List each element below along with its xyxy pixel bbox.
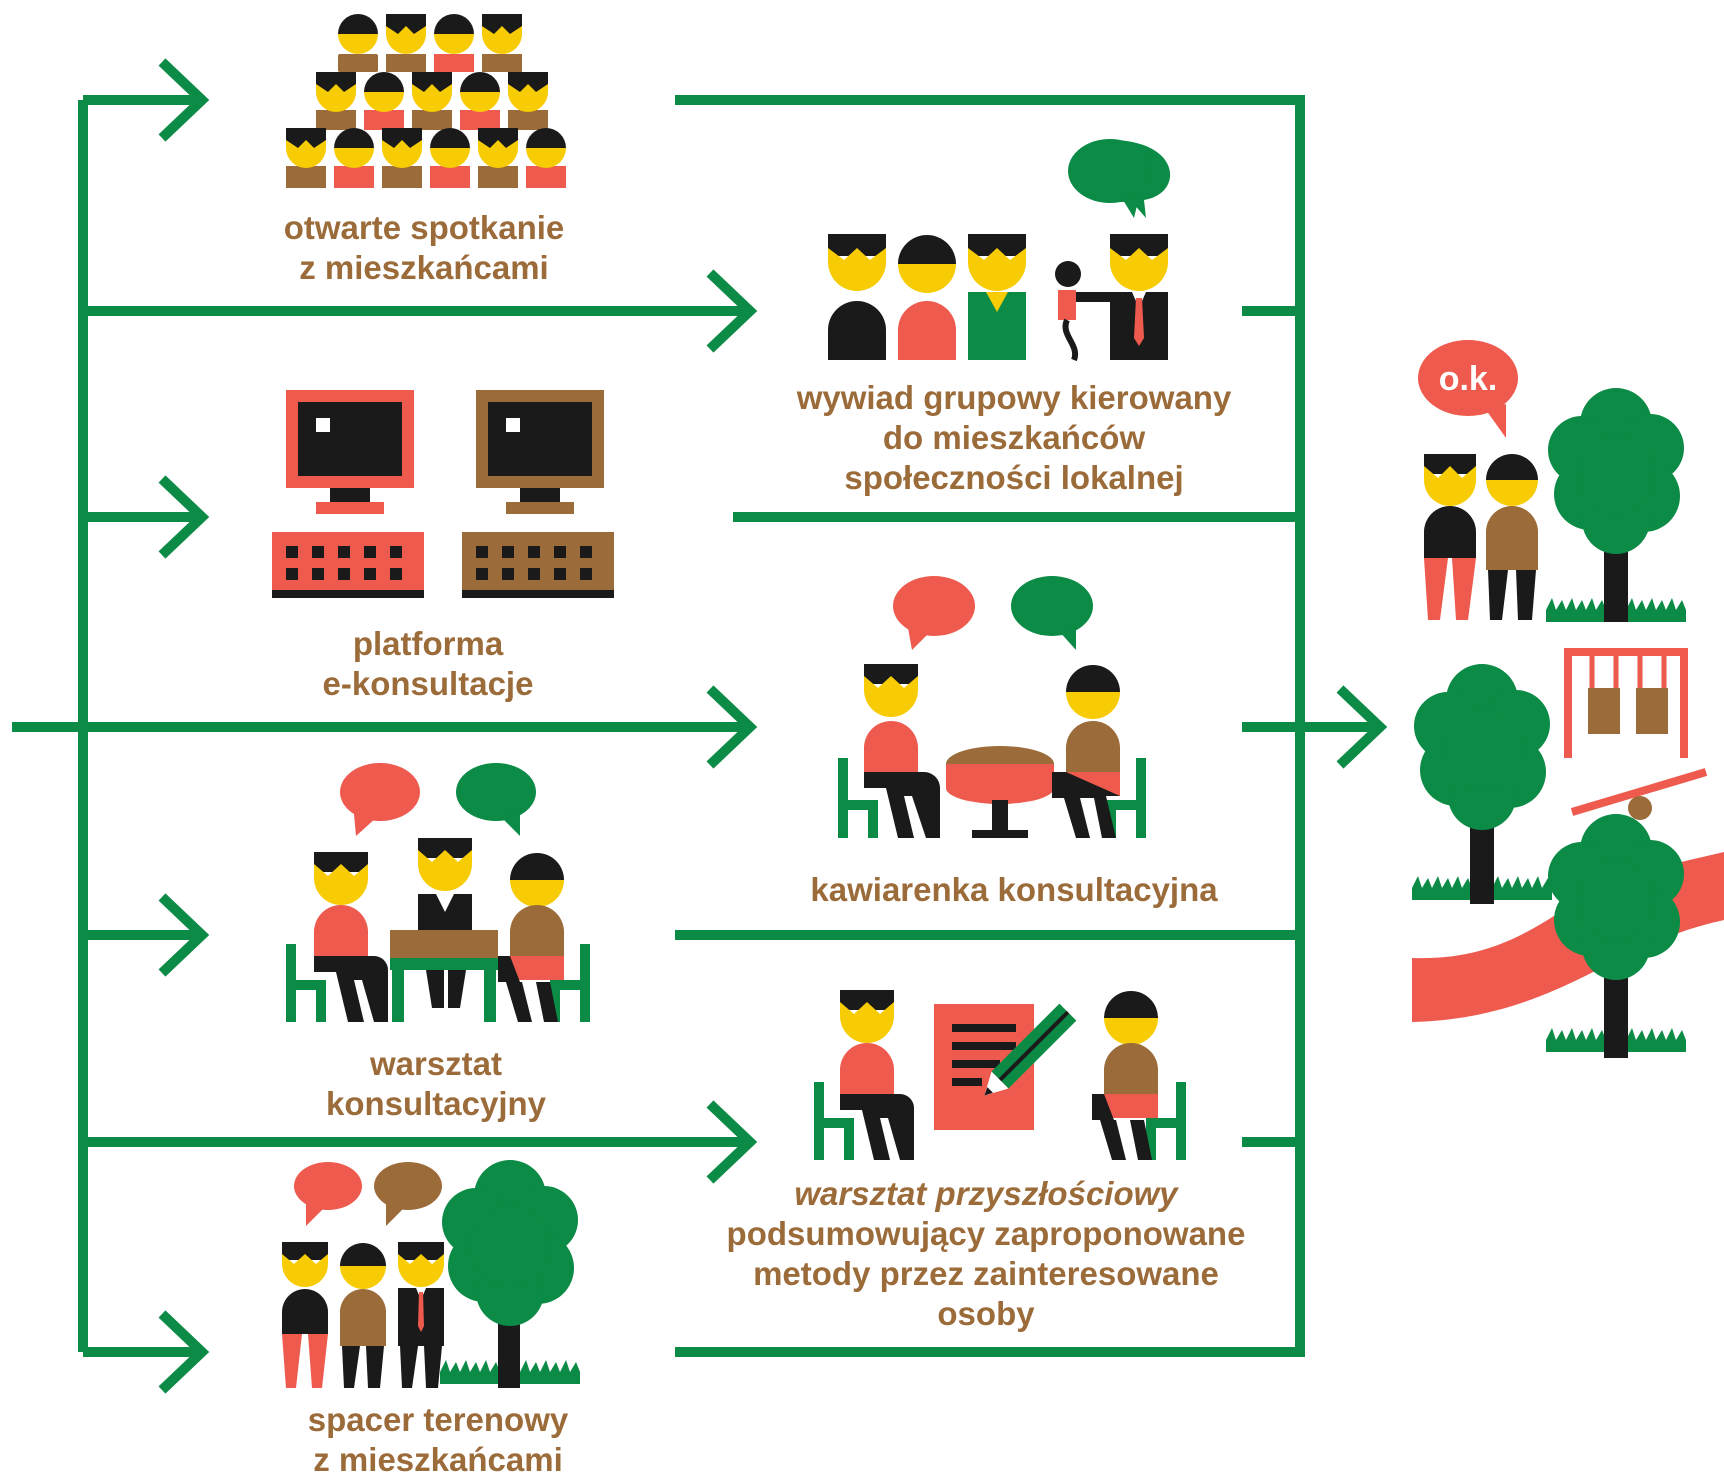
field-walk-icon [282,1160,580,1388]
speech-bubble-icon [456,763,536,821]
label-platform: platforma e-konsultacje [323,624,534,704]
label-field-walk-line2: z mieszkańcami [313,1441,563,1478]
arrow-open-meeting-icon [158,58,210,142]
computers-icon [272,390,614,598]
label-field-walk-line1: spacer terenowy [307,1401,569,1438]
label-future-workshop: warsztat przyszłościowy podsumowujący za… [727,1174,1246,1334]
arrow-heads [158,58,1388,1394]
flow-lines [12,95,1374,1357]
label-workshop: warsztat konsultacyjny [326,1044,546,1124]
speech-bubble-icon [374,1162,442,1210]
arrow-future-workshop-icon [706,1100,758,1184]
arrow-outcome-icon [1336,685,1388,769]
label-open-meeting-line1: otwarte spotkanie [283,209,565,246]
speech-bubble-icon [294,1162,362,1210]
open-meeting-crowd-icon [286,14,566,188]
arrow-platform-icon [158,475,210,559]
arrow-group-interview-icon [706,269,758,353]
label-group-interview-line1: wywiad grupowy kierowany [796,379,1232,416]
speech-bubble-icon [1011,576,1093,636]
ok-bubble-text: o.k. [1439,360,1498,398]
label-group-interview-line2: do mieszkańców [882,419,1146,456]
future-workshop-icon [814,990,1186,1160]
workshop-icon [286,763,590,1022]
label-future-workshop-line3: metody przez zainteresowane [753,1255,1219,1292]
arrow-cafe-icon [706,685,758,769]
label-workshop-line1: warsztat [369,1045,503,1082]
speech-bubble-icon [893,576,975,636]
label-future-workshop-title: warsztat przyszłościowy [794,1175,1178,1212]
speech-bubble-icon [340,763,420,821]
cafe-icon [838,576,1146,838]
label-group-interview-line3: społeczności lokalnej [844,459,1184,496]
label-future-workshop-line4: osoby [937,1295,1035,1332]
label-workshop-line2: konsultacyjny [325,1085,547,1122]
outcome-park-icon: o.k. [1412,340,1724,1058]
label-cafe-line1: kawiarenka konsultacyjna [810,871,1218,908]
ok-speech-bubble-icon [1418,340,1518,416]
arrow-field-walk-icon [158,1310,210,1394]
group-interview-icon [828,139,1171,362]
label-open-meeting-line2: z mieszkańcami [299,249,549,286]
label-future-workshop-line2: podsumowujący zaproponowane [726,1215,1246,1252]
label-field-walk: spacer terenowy z mieszkańcami [308,1400,568,1480]
label-cafe: kawiarenka konsultacyjna [810,870,1217,910]
arrow-workshop-icon [158,893,210,977]
label-open-meeting: otwarte spotkanie z mieszkańcami [284,208,565,288]
label-group-interview: wywiad grupowy kierowany do mieszkańców … [797,378,1232,498]
label-platform-line1: platforma [352,625,504,662]
label-platform-line2: e-konsultacje [322,665,534,702]
